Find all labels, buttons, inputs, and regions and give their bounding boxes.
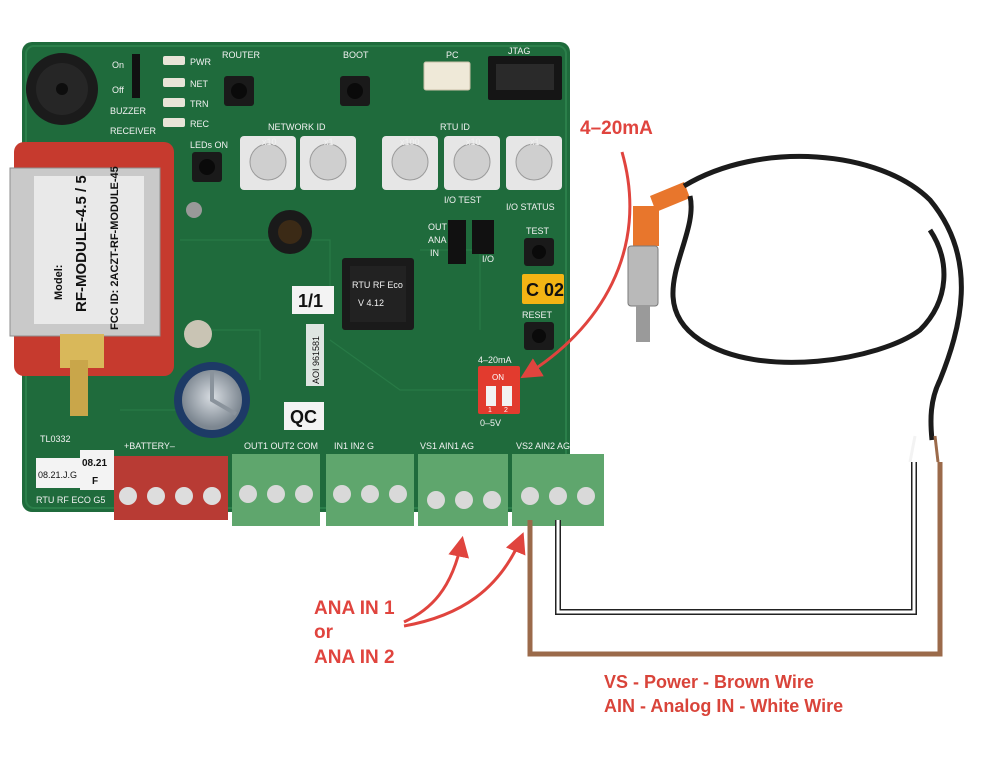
sticker-1-text: 08.21.J.G — [38, 470, 77, 480]
small-electrolytic — [184, 320, 212, 348]
in-label: IN — [430, 248, 439, 258]
terminal-label-ain2: VS2 AIN2 AG — [516, 441, 570, 451]
tl-code: TL0332 — [40, 434, 71, 444]
io-test-label: I/O TEST — [444, 195, 482, 205]
on-label: On — [112, 60, 124, 70]
jtag-label: JTAG — [508, 46, 530, 56]
qc-label-box — [284, 402, 324, 430]
terminal-label-in: IN1 IN2 G — [334, 441, 374, 451]
status-leds — [163, 56, 185, 127]
or-annotation: or — [314, 622, 333, 643]
dial-label-rtu-x10: x10 — [466, 137, 481, 147]
page-label-box — [292, 286, 334, 314]
dip-number-2: 2 — [504, 407, 508, 414]
buzzer-jumper — [132, 54, 140, 98]
terminal-block-ain1 — [418, 454, 508, 526]
c02-label: C 02 — [526, 280, 564, 300]
receiver-label: RECEIVER — [110, 126, 157, 136]
sticker-1 — [36, 458, 80, 488]
brown-wire-stub — [933, 435, 940, 463]
terminal-block-ain2 — [512, 454, 604, 526]
dial-label-net-x10: x10 — [262, 137, 277, 147]
dial-label-rtu-x100: x100 — [400, 137, 420, 147]
terminal-block-out — [232, 454, 320, 526]
led-label-pwr: PWR — [190, 57, 211, 67]
sensor-cable — [670, 154, 964, 441]
io-label: I/O — [482, 254, 494, 264]
router-label: ROUTER — [222, 50, 261, 60]
dip-on-label: ON — [492, 373, 504, 382]
sticker-2-line1: 08.21 — [82, 458, 107, 469]
boot-label: BOOT — [343, 50, 369, 60]
page-label: 1/1 — [298, 291, 323, 311]
range-0-5-label: 0–5V — [480, 418, 501, 428]
out-label: OUT — [428, 222, 448, 232]
rf-module: Model: RF-MODULE-4.5 / 5 FCC ID: 2ACZT-R… — [9, 142, 174, 416]
rotary-dials — [240, 136, 562, 190]
chip-version: V 4.12 — [358, 298, 384, 308]
small-capacitor — [186, 202, 202, 218]
ana-in-2-annotation: ANA IN 2 — [314, 647, 395, 668]
ain-analog-caption: AIN - Analog IN - White Wire — [604, 696, 844, 716]
serial-number-text: AOI 961581 — [311, 336, 321, 384]
qc-label: QC — [290, 407, 317, 427]
battery-label: +BATTERY– — [124, 441, 175, 451]
rf-model-name: RF-MODULE-4.5 / 5 — [73, 175, 90, 312]
arrow-to-dip-switch — [520, 151, 632, 379]
pc-connector — [423, 61, 471, 91]
led-label-rec: REC — [190, 119, 210, 129]
off-label: Off — [112, 85, 124, 95]
io-status-label: I/O STATUS — [506, 202, 555, 212]
rf-model-label: Model: — [53, 265, 65, 300]
arrow-to-ain1 — [403, 535, 469, 624]
sticker-2-line2: F — [92, 476, 98, 487]
bottom-board-text: RTU RF ECO G5 — [36, 495, 105, 505]
dial-label-rtu-x1: x1 — [530, 137, 540, 147]
range-4-20-label: 4–20mA — [478, 355, 512, 365]
pressure-sensor — [627, 182, 690, 342]
reset-label: RESET — [522, 310, 553, 320]
white-wire-stub — [908, 435, 917, 463]
vs-power-caption: VS - Power - Brown Wire — [604, 672, 814, 692]
chip-model: RTU RF Eco — [352, 280, 403, 290]
sticker-2 — [80, 450, 114, 490]
terminal-block-in — [326, 454, 414, 526]
buzzer — [26, 53, 98, 125]
c02-tag — [522, 274, 564, 304]
leds-on-label: LEDs ON — [190, 140, 228, 150]
brown-wire — [527, 462, 943, 657]
led-label-net: NET — [190, 79, 209, 89]
io-jumpers — [448, 220, 494, 264]
buzzer-label: BUZZER — [110, 106, 147, 116]
network-id-label: NETWORK ID — [268, 122, 326, 132]
white-wire-outline — [555, 462, 917, 615]
led-label-trn: TRN — [190, 99, 209, 109]
current-loop-annotation: 4–20mA — [580, 118, 653, 139]
terminal-label-ain1: VS1 AIN1 AG — [420, 441, 474, 451]
ana-in-1-annotation: ANA IN 1 — [314, 598, 395, 619]
pc-label: PC — [446, 50, 459, 60]
rf-fcc-id: FCC ID: 2ACZT-RF-MODULE-45 — [109, 166, 121, 330]
arrow-to-ain2 — [403, 532, 526, 628]
test-label: TEST — [526, 226, 550, 236]
dip-number-1: 1 — [488, 407, 492, 414]
ana-label: ANA — [428, 235, 447, 245]
white-wire — [556, 462, 916, 614]
electrolytic-capacitor — [174, 362, 250, 438]
rtu-id-label: RTU ID — [440, 122, 470, 132]
main-chip — [342, 258, 414, 330]
battery-terminal — [114, 456, 228, 520]
dial-label-net-x1: x1 — [324, 137, 334, 147]
terminal-label-out: OUT1 OUT2 COM — [244, 441, 318, 451]
